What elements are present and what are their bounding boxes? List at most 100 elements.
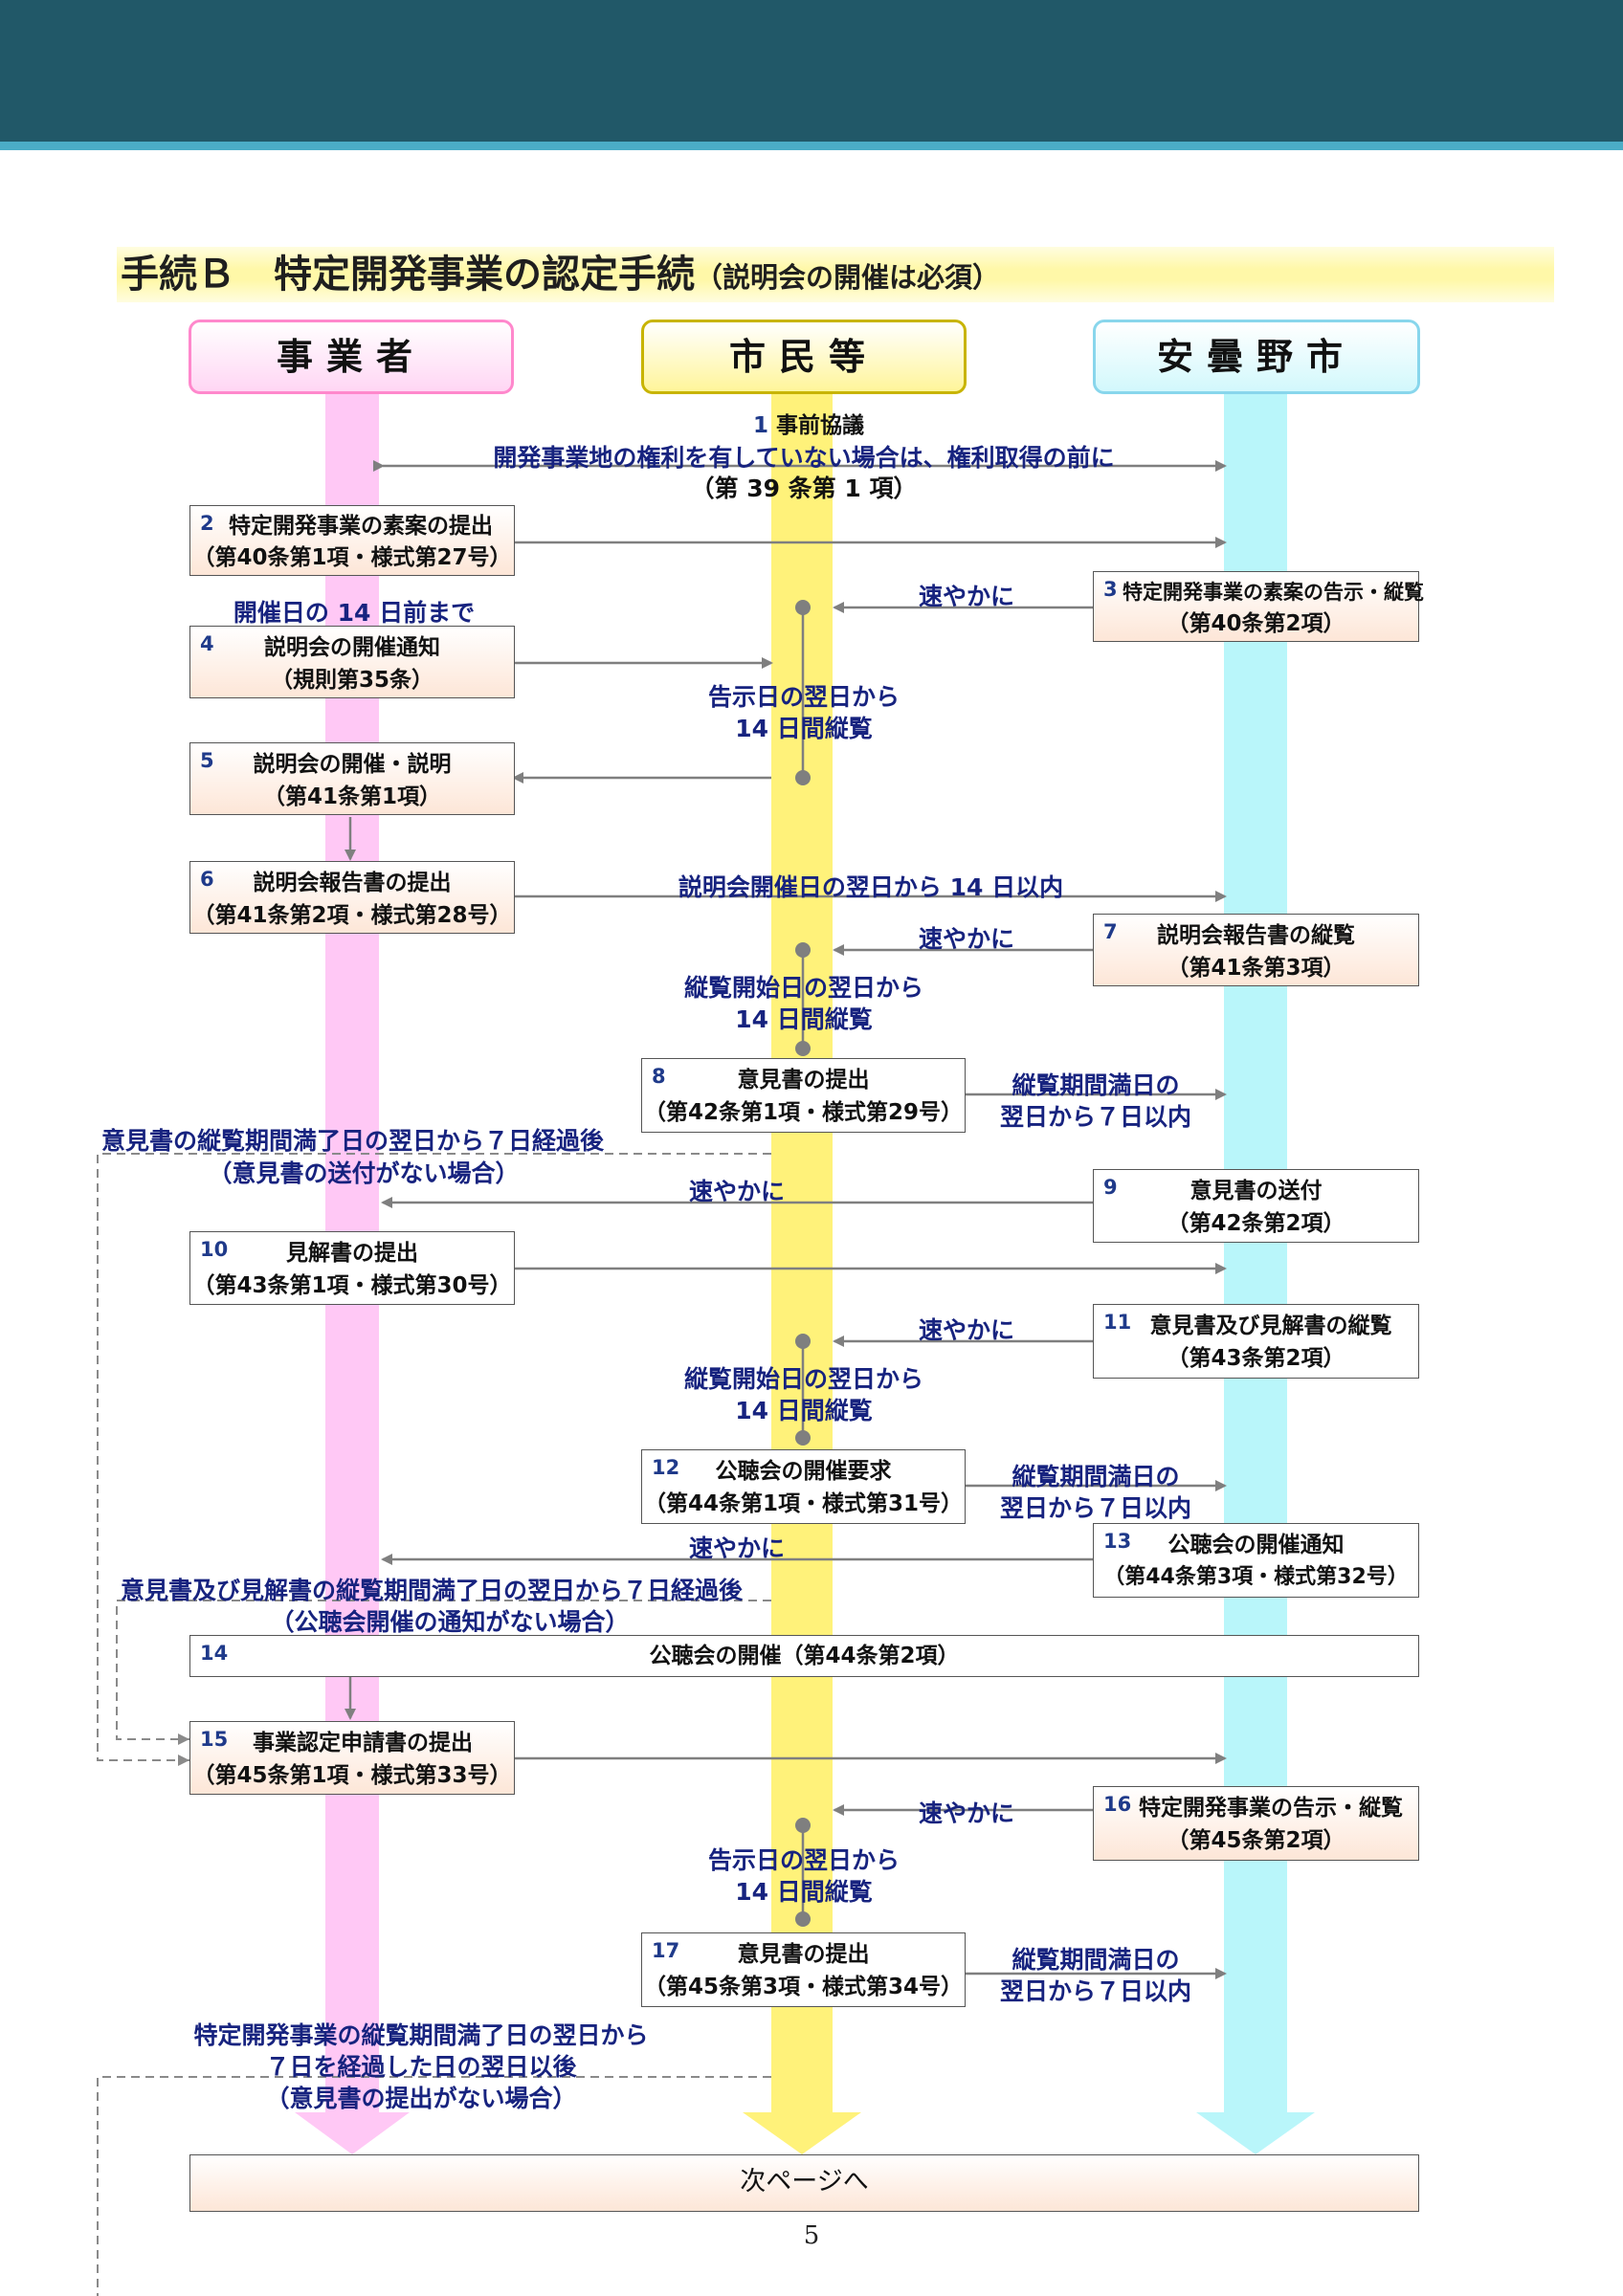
step7-title: 説明会報告書の縦覧: [1157, 923, 1355, 948]
label-step4-deadline: 開催日の 14 日前まで: [233, 599, 476, 627]
step6-ref: （第41条第2項・様式第28号）: [192, 903, 512, 928]
step6-box: 6 説明会報告書の提出 （第41条第2項・様式第28号）: [189, 861, 515, 934]
step8-title: 意見書の提出: [737, 1068, 870, 1093]
step12-title: 公聴会の開催要求: [715, 1459, 892, 1484]
step5-box: 5 説明会の開催・説明 （第41条第1項）: [189, 742, 515, 815]
label-prompt-11: 速やかに: [918, 1316, 1014, 1344]
label-dashed2-a: 意見書及び見解書の縦覧期間満了日の翌日から７日経過後: [121, 1577, 744, 1604]
label-dashed1-b: （意見書の送付がない場合）: [208, 1159, 520, 1187]
step13-title: 公聴会の開催通知: [1167, 1533, 1345, 1557]
step12-ref: （第44条第1項・様式第31号）: [643, 1491, 964, 1516]
step3-number: 3: [1103, 578, 1118, 601]
step16-number: 16: [1103, 1793, 1132, 1816]
step6-title: 説明会報告書の提出: [253, 871, 452, 895]
step10-ref: （第43条第1項・様式第30号）: [192, 1273, 512, 1298]
step7-number: 7: [1103, 920, 1118, 943]
dot-kokuji-start: [795, 600, 811, 615]
step6-number: 6: [200, 868, 214, 891]
label-juran2-a: 縦覧開始日の翌日から: [683, 1365, 923, 1393]
label-manryo1-a: 縦覧期間満日の: [1012, 1071, 1180, 1099]
step16-title: 特定開発事業の告示・縦覧: [1139, 1796, 1403, 1821]
label-manryo2-b: 翌日から７日以内: [999, 1494, 1191, 1522]
step15-box: 15 事業認定申請書の提出 （第45条第1項・様式第33号）: [189, 1721, 515, 1795]
label-manryo1-b: 翌日から７日以内: [999, 1103, 1191, 1131]
label-dashed3-b: ７日を経過した日の翌日以後: [265, 2053, 577, 2081]
dot-juran1-end: [795, 1041, 811, 1056]
page-number: 5: [803, 2221, 820, 2250]
step7-box: 7 説明会報告書の縦覧 （第41条第3項）: [1093, 914, 1419, 986]
dot-juran2-start: [795, 1334, 811, 1349]
label-prompt-9: 速やかに: [688, 1178, 785, 1205]
step5-ref: （第41条第1項）: [262, 784, 441, 809]
step15-ref: （第45条第1項・様式第33号）: [192, 1763, 512, 1788]
step15-title: 事業認定申請書の提出: [253, 1731, 473, 1755]
label-dashed3-c: （意見書の提出がない場合）: [265, 2085, 577, 2112]
label-setsumei14: 説明会開催日の翌日から 14 日以内: [678, 873, 1064, 901]
step7-ref: （第41条第3項）: [1167, 956, 1345, 981]
label-juran1-b: 14 日間縦覧: [735, 1005, 873, 1033]
step1-number: 1: [752, 413, 768, 438]
step9-number: 9: [1103, 1176, 1118, 1199]
label-manryo3-a: 縦覧期間満日の: [1012, 1946, 1180, 1974]
step11-ref: （第43条第2項）: [1167, 1346, 1345, 1371]
step4-title: 説明会の開催通知: [264, 635, 440, 660]
step3-title: 特定開発事業の素案の告示・縦覧: [1123, 581, 1424, 604]
step1-title: 事前協議: [776, 413, 865, 438]
step4-number: 4: [200, 632, 214, 655]
header-band: [0, 0, 1623, 142]
step14-number: 14: [200, 1642, 229, 1665]
step10-title: 見解書の提出: [286, 1241, 418, 1266]
step15-number: 15: [200, 1728, 229, 1751]
step11-number: 11: [1103, 1311, 1132, 1334]
step16-ref: （第45条第2項）: [1167, 1828, 1345, 1853]
label-kokuji2-b: 14 日間縦覧: [735, 1878, 873, 1906]
step13-ref: （第44条第3項・様式第32号）: [1103, 1565, 1409, 1589]
step16-box: 16 特定開発事業の告示・縦覧 （第45条第2項）: [1093, 1786, 1419, 1861]
label-kokuji-b: 14 日間縦覧: [735, 715, 873, 742]
label-juran1-a: 縦覧開始日の翌日から: [683, 974, 923, 1002]
title-main: 手続Ｂ 特定開発事業の認定手続: [121, 253, 695, 297]
step14-title: 公聴会の開催（第44条第2項）: [649, 1644, 960, 1668]
lane-city-arrowhead: [1196, 2112, 1315, 2154]
step14-box: 14 公聴会の開催（第44条第2項）: [189, 1635, 1419, 1677]
label-juran2-b: 14 日間縦覧: [735, 1397, 873, 1424]
step5-title: 説明会の開催・説明: [253, 752, 452, 777]
dashed-route-2: [116, 1600, 771, 1740]
label-kokuji2-a: 告示日の翌日から: [707, 1846, 900, 1874]
label-dashed2-b: （公聴会開催の通知がない場合）: [270, 1608, 630, 1636]
step17-title: 意見書の提出: [737, 1942, 870, 1967]
dot-kokuji2-end: [795, 1911, 811, 1927]
dashed-route-1: [97, 1153, 771, 1761]
step3-ref: （第40条第2項）: [1167, 611, 1345, 636]
step4-box: 4 説明会の開催通知 （規則第35条）: [189, 626, 515, 698]
label-step1-condition: 開発事業地の権利を有していない場合は、権利取得の前に: [493, 444, 1115, 472]
lane-header-city: 安曇野市: [1093, 320, 1420, 394]
step2-number: 2: [200, 512, 214, 535]
step5-number: 5: [200, 749, 214, 772]
lane-header-business: 事業者: [189, 320, 514, 394]
step2-title: 特定開発事業の素案の提出: [229, 514, 493, 539]
title-highlight: [117, 247, 1554, 302]
label-prompt-3: 速やかに: [918, 583, 1014, 610]
lane-business-arrowhead: [295, 2112, 410, 2154]
label-step1-article: （第 39 条第 1 項）: [690, 475, 918, 502]
step4-ref: （規則第35条）: [270, 668, 434, 693]
next-page-box[interactable]: 次ページへ: [189, 2154, 1419, 2212]
page-title: 手続Ｂ 特定開発事業の認定手続（説明会の開催は必須）: [121, 247, 1000, 302]
label-dashed3-a: 特定開発事業の縦覧期間満了日の翌日から: [193, 2021, 649, 2049]
step8-ref: （第42条第1項・様式第29号）: [643, 1100, 964, 1125]
label-prompt-16: 速やかに: [918, 1799, 1014, 1827]
label-manryo3-b: 翌日から７日以内: [999, 1977, 1191, 2005]
header-accent-line: [0, 142, 1623, 150]
label-prompt-13: 速やかに: [688, 1534, 785, 1562]
step13-number: 13: [1103, 1530, 1132, 1553]
